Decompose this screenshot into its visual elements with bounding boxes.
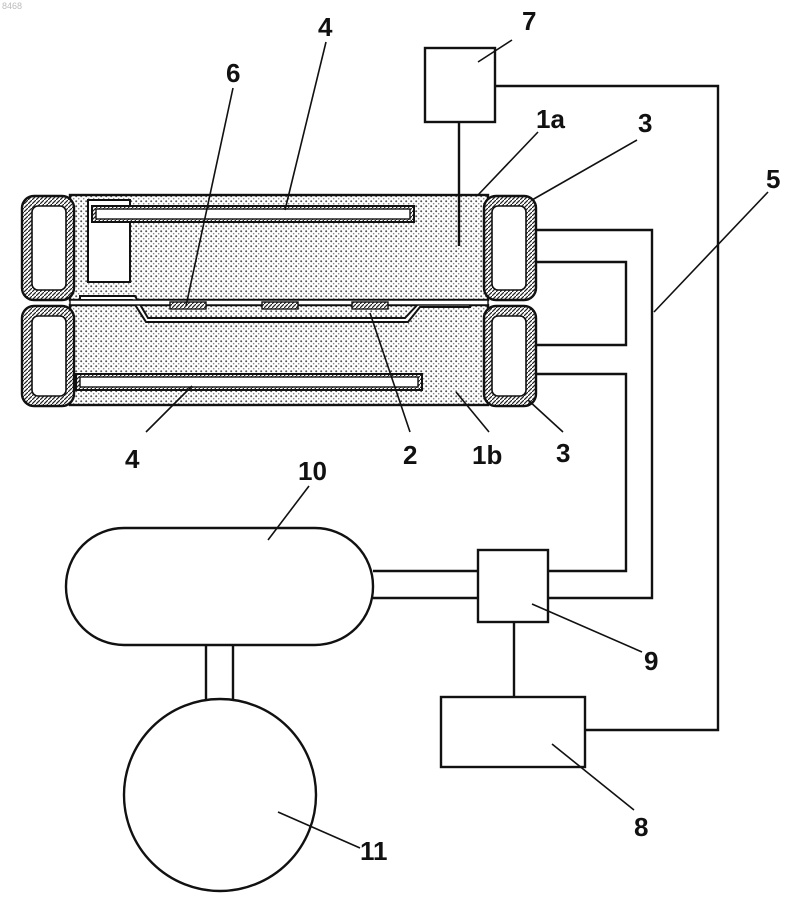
chip-middle [262, 302, 298, 309]
chip-6 [170, 302, 206, 309]
upper-mold-1a [70, 195, 488, 300]
label-3-top: 3 [638, 108, 652, 138]
pipe-5 [536, 230, 652, 598]
label-4-bottom: 4 [125, 444, 140, 474]
line-7-to-8 [495, 86, 718, 730]
label-5: 5 [766, 164, 780, 194]
label-7: 7 [522, 6, 536, 36]
label-11: 11 [360, 836, 388, 866]
label-2: 2 [403, 440, 417, 470]
chip-2 [352, 302, 388, 309]
valve-9 [478, 550, 548, 622]
tank-10 [66, 528, 373, 645]
pump-11 [124, 699, 316, 891]
label-9: 9 [644, 646, 658, 676]
corner-id: 8468 [2, 1, 22, 11]
box-8 [441, 697, 585, 767]
controller-box-7 [425, 48, 495, 122]
pump-connector [206, 645, 233, 700]
label-1b: 1b [472, 440, 502, 470]
label-8: 8 [634, 812, 648, 842]
label-1a: 1a [536, 104, 565, 134]
label-4-top: 4 [318, 12, 333, 42]
label-10: 10 [298, 456, 327, 486]
label-3-bottom: 3 [556, 438, 570, 468]
label-6: 6 [226, 58, 240, 88]
